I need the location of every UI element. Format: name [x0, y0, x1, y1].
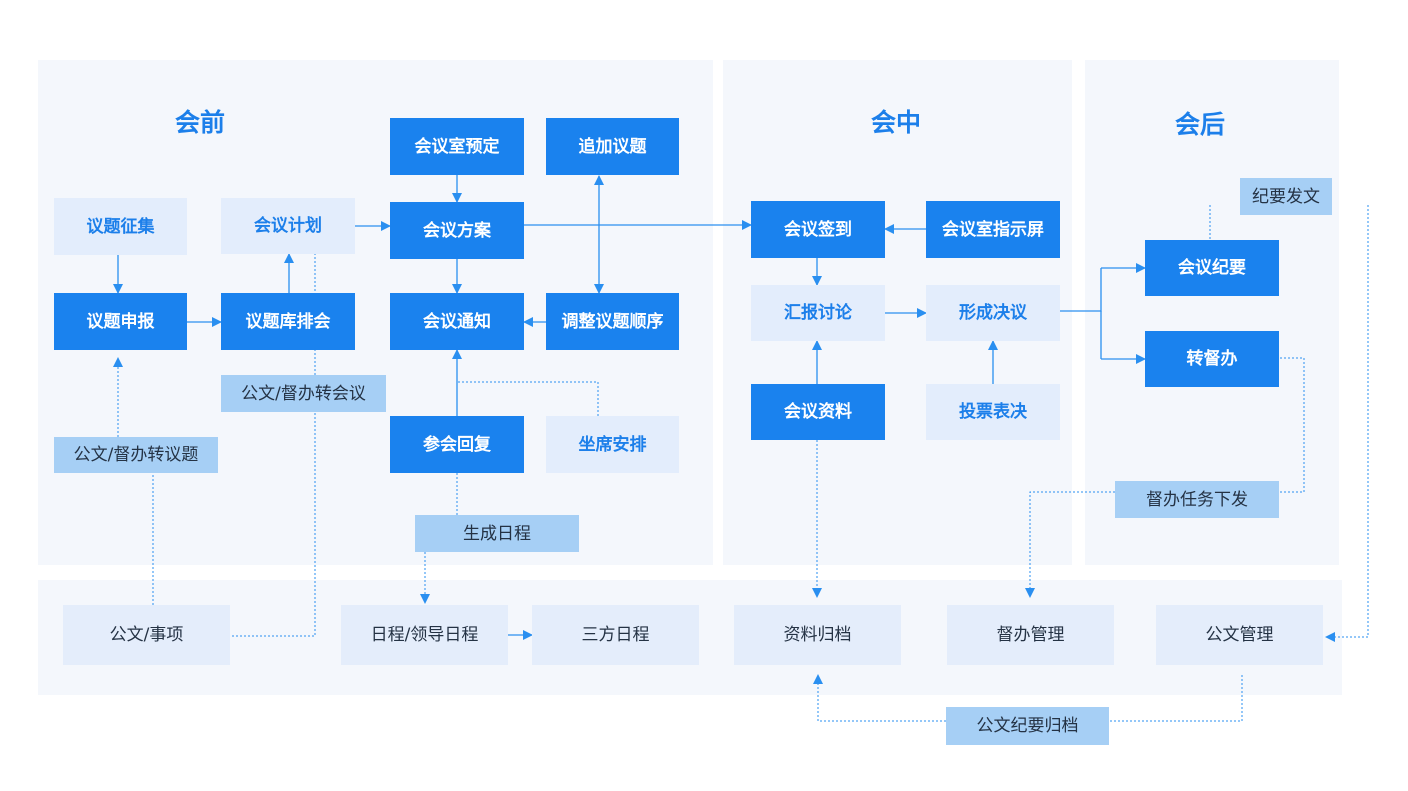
dotted-archive-to-materials — [813, 674, 946, 722]
dotted-task-to-supervise-mgmt — [1025, 491, 1115, 598]
node-room-booking: 会议室预定 — [390, 118, 524, 175]
node-report-discuss: 汇报讨论 — [751, 285, 885, 341]
label-task-assign: 督办任务下发 — [1115, 481, 1279, 518]
node-doc-item: 公文/事项 — [63, 605, 230, 665]
label-doc-to-topic: 公文/督办转议题 — [54, 437, 218, 473]
panel-post-meeting — [1085, 60, 1339, 565]
node-meeting-scheme: 会议方案 — [390, 202, 524, 259]
dotted-seat-to-notice — [457, 381, 599, 416]
section-title-pre: 会前 — [175, 108, 226, 137]
node-seat-arrange: 坐席安排 — [546, 416, 679, 473]
label-minutes-archive: 公文纪要归档 — [946, 707, 1109, 745]
node-adjust-order: 调整议题顺序 — [546, 293, 679, 350]
node-supervise-mgmt: 督办管理 — [947, 605, 1114, 665]
node-topic-apply: 议题申报 — [54, 293, 187, 350]
node-attend-reply: 参会回复 — [390, 416, 524, 473]
node-add-topic: 追加议题 — [546, 118, 679, 175]
dotted-supervise-to-task — [1279, 357, 1305, 493]
node-form-resolution: 形成决议 — [926, 285, 1060, 341]
node-minutes: 会议纪要 — [1145, 240, 1279, 296]
node-vote: 投票表决 — [926, 384, 1060, 440]
node-meeting-plan: 会议计划 — [221, 198, 355, 254]
label-gen-schedule: 生成日程 — [415, 515, 579, 552]
dotted-right-to-doc-mgmt — [1325, 205, 1369, 642]
node-material-archive: 资料归档 — [734, 605, 901, 665]
node-topic-collect: 议题征集 — [54, 198, 187, 255]
section-title-during: 会中 — [871, 108, 922, 137]
node-doc-mgmt: 公文管理 — [1156, 605, 1323, 665]
dotted-docmgmt-to-archive — [1109, 675, 1243, 722]
section-title-post: 会后 — [1175, 110, 1226, 139]
label-doc-to-meeting: 公文/督办转会议 — [221, 375, 386, 412]
node-to-supervise: 转督办 — [1145, 331, 1279, 387]
node-tripartite-schedule: 三方日程 — [532, 605, 699, 665]
label-minutes-publish: 纪要发文 — [1240, 178, 1332, 215]
node-materials: 会议资料 — [751, 384, 885, 440]
node-sign-in: 会议签到 — [751, 201, 885, 258]
node-topic-schedule: 议题库排会 — [221, 293, 355, 350]
node-room-screen: 会议室指示屏 — [926, 201, 1060, 258]
line-resolution-split — [1060, 268, 1102, 312]
node-leader-schedule: 日程/领导日程 — [341, 605, 508, 665]
node-meeting-notice: 会议通知 — [390, 293, 524, 350]
